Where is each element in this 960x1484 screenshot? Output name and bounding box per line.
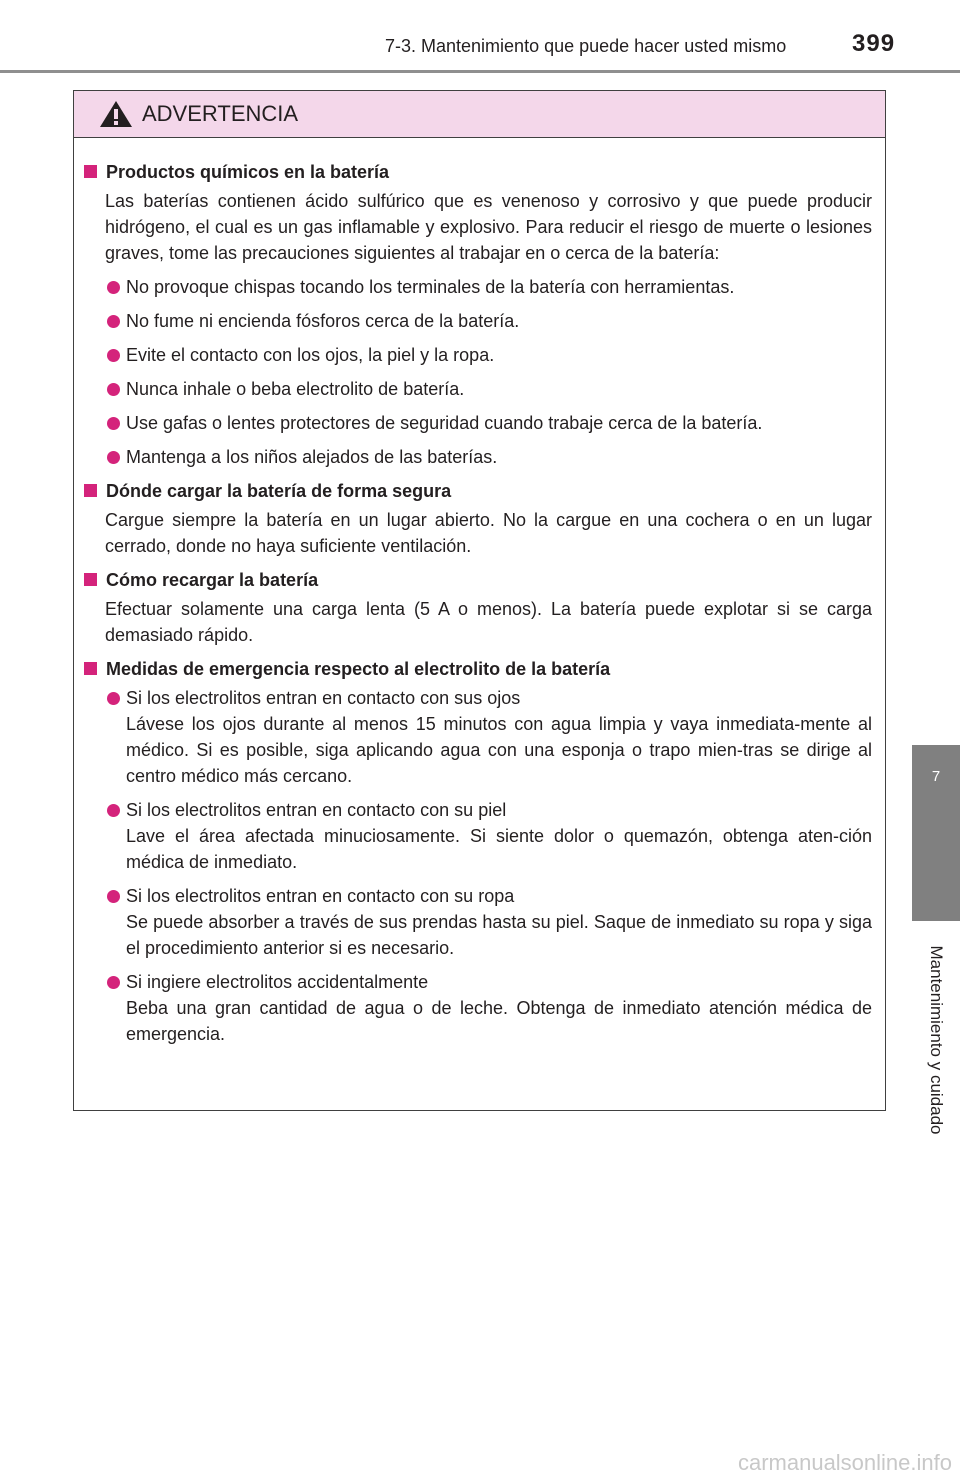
round-bullet-icon (107, 451, 120, 464)
section-title-text: Productos químicos en la batería (106, 162, 390, 182)
list-item-text: Use gafas o lentes protectores de seguri… (126, 413, 763, 433)
list-item: Si los electrolitos entran en contacto c… (84, 685, 872, 789)
list-item-text: Mantenga a los niños alejados de las bat… (126, 447, 498, 467)
section-title: Cómo recargar la batería (84, 567, 872, 593)
round-bullet-icon (107, 281, 120, 294)
list-item: Si los electrolitos entran en contacto c… (84, 797, 872, 875)
round-bullet-icon (107, 890, 120, 903)
warning-triangle-icon (98, 99, 134, 134)
section-title-text: Medidas de emergencia respecto al electr… (106, 659, 611, 679)
list-item: Use gafas o lentes protectores de seguri… (84, 410, 872, 436)
section-title: Productos químicos en la batería (84, 159, 872, 185)
list-item-text: No fume ni encienda fósforos cerca de la… (126, 311, 520, 331)
section-body: Cargue siempre la batería en un lugar ab… (105, 510, 872, 556)
list-item-heading: Si los electrolitos entran en contacto c… (126, 688, 521, 708)
warning-box: ADVERTENCIA Productos químicos en la bat… (73, 90, 886, 1111)
section-title: Medidas de emergencia respecto al electr… (84, 656, 872, 682)
emergency-list: Si los electrolitos entran en contacto c… (84, 685, 872, 1047)
section-title-text: Cómo recargar la batería (106, 570, 319, 590)
list-item: Mantenga a los niños alejados de las bat… (84, 444, 872, 470)
list-item-text: Se puede absorber a través de sus prenda… (126, 912, 872, 958)
chapter-tab-number: 7 (931, 768, 941, 785)
list-item: Evite el contacto con los ojos, la piel … (84, 342, 872, 368)
round-bullet-icon (107, 804, 120, 817)
section-body: Efectuar solamente una carga lenta (5 A … (105, 599, 872, 645)
list-item-heading: Si ingiere electrolitos accidentalmente (126, 972, 429, 992)
chapter-tab: 7 (912, 745, 960, 921)
list-item-heading: Si los electrolitos entran en contacto c… (126, 886, 515, 906)
list-item-text: Nunca inhale o beba electrolito de bater… (126, 379, 465, 399)
round-bullet-icon (107, 692, 120, 705)
round-bullet-icon (107, 315, 120, 328)
round-bullet-icon (107, 383, 120, 396)
warning-title: ADVERTENCIA (142, 101, 299, 126)
list-item: No provoque chispas tocando los terminal… (84, 274, 872, 300)
square-bullet-icon (84, 484, 97, 497)
precaution-list: No provoque chispas tocando los terminal… (84, 274, 872, 470)
list-item-heading: Si los electrolitos entran en contacto c… (126, 800, 507, 820)
list-item-text: Beba una gran cantidad de agua o de lech… (126, 998, 872, 1044)
list-item-text: Evite el contacto con los ojos, la piel … (126, 345, 495, 365)
list-item: Nunca inhale o beba electrolito de bater… (84, 376, 872, 402)
page-number: 399 (852, 30, 896, 57)
list-item-text: Lávese los ojos durante al menos 15 minu… (126, 714, 872, 786)
section-body: Las baterías contienen ácido sulfúrico q… (105, 191, 872, 263)
list-item-text: Lave el área afectada minuciosamente. Si… (126, 826, 872, 872)
section-title: Dónde cargar la batería de forma segura (84, 478, 872, 504)
section-title-text: Dónde cargar la batería de forma segura (106, 481, 452, 501)
square-bullet-icon (84, 165, 97, 178)
round-bullet-icon (107, 976, 120, 989)
chapter-side-label: Mantenimiento y cuidado (927, 945, 946, 1135)
square-bullet-icon (84, 662, 97, 675)
list-item: No fume ni encienda fósforos cerca de la… (84, 308, 872, 334)
list-item: Si ingiere electrolitos accidentalmente … (84, 969, 872, 1047)
watermark: carmanualsonline.info (737, 1450, 952, 1475)
header-section-title: 7-3. Mantenimiento que puede hacer usted… (385, 36, 787, 56)
square-bullet-icon (84, 573, 97, 586)
warning-content: Productos químicos en la batería Las bat… (84, 159, 872, 1055)
header-rule (0, 70, 960, 73)
round-bullet-icon (107, 417, 120, 430)
list-item: Si los electrolitos entran en contacto c… (84, 883, 872, 961)
round-bullet-icon (107, 349, 120, 362)
list-item-text: No provoque chispas tocando los terminal… (126, 277, 735, 297)
warning-header: ADVERTENCIA (74, 91, 885, 138)
